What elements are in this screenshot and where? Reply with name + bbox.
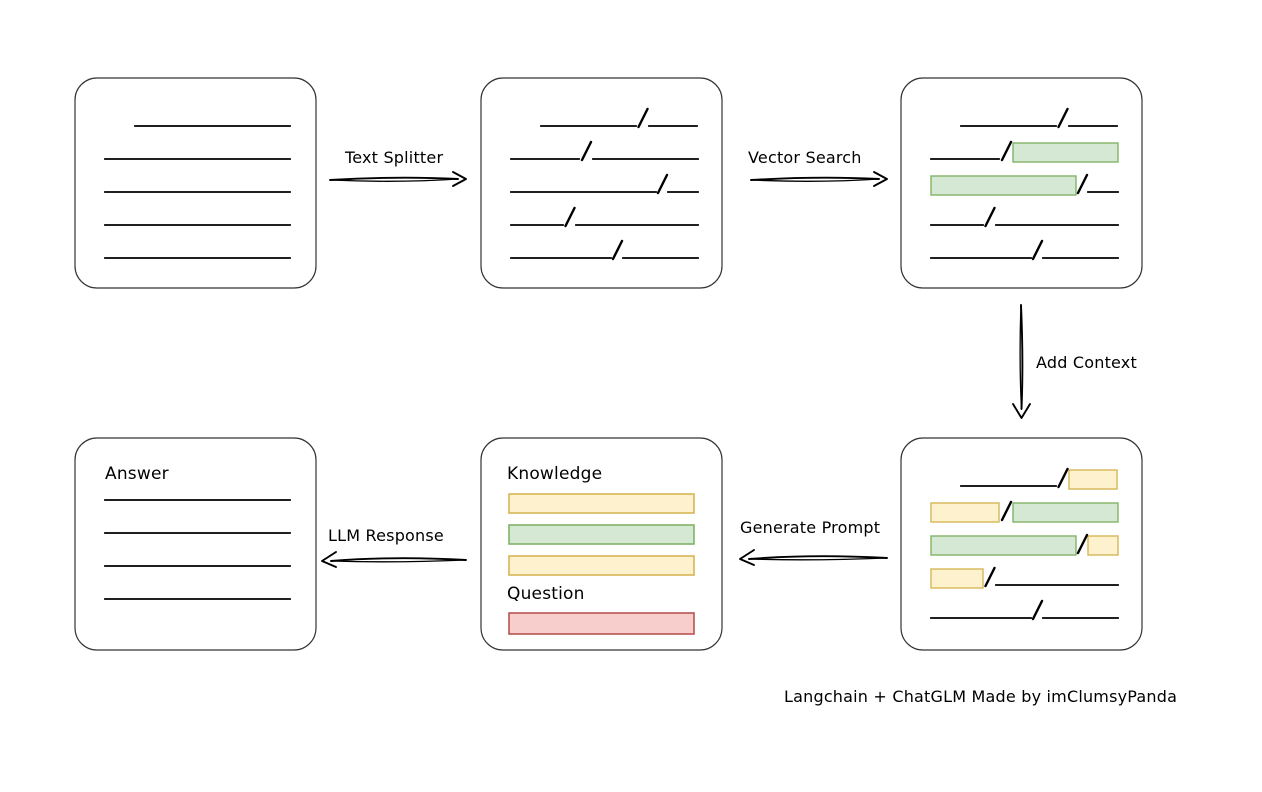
split-chunks-box	[480, 77, 723, 289]
split-chunks-row1-slash	[580, 140, 593, 162]
text-splitter-shaft-a	[329, 176, 459, 181]
edge-generate-prompt	[739, 549, 888, 566]
vector-matches-row1-chip-green	[1012, 142, 1119, 163]
context-added-row1-slash	[1000, 500, 1013, 522]
edge-llm-response	[321, 551, 467, 568]
llm-response-label: LLM Response	[328, 526, 444, 545]
context-added-row2-chip-green	[930, 535, 1077, 556]
prompt-bar-0-yellow	[508, 493, 695, 514]
vector-matches-box	[900, 77, 1143, 289]
prompt-heading-0: Knowledge	[507, 464, 603, 484]
vector-matches-row0-slash	[1057, 107, 1069, 129]
prompt-bar-1-green	[508, 524, 695, 545]
vector-search-label: Vector Search	[748, 148, 862, 167]
answer-box	[74, 437, 317, 651]
prompt-box	[480, 437, 723, 651]
split-chunks-outline	[480, 77, 723, 289]
text-splitter-label: Text Splitter	[345, 148, 444, 167]
vector-search-shaft-a	[750, 176, 880, 181]
context-added-row3-chip-yellow	[930, 568, 984, 589]
credit-text: Langchain + ChatGLM Made by imClumsyPand…	[784, 687, 1178, 706]
vector-matches-row3-slash	[984, 206, 996, 228]
source-document-outline	[74, 77, 317, 289]
context-added-row2-chip-yellow	[1087, 535, 1119, 556]
context-added-row0-slash	[1057, 467, 1069, 489]
prompt-bar-2-yellow	[508, 555, 695, 576]
vector-matches-row1-slash	[1000, 140, 1013, 162]
llm-response-arrowhead	[321, 551, 337, 568]
prompt-heading-1: Question	[507, 584, 585, 604]
generate-prompt-shaft-a	[748, 555, 888, 560]
generate-prompt-shaft-b	[748, 557, 888, 561]
add-context-label: Add Context	[1036, 353, 1137, 372]
split-chunks-row4-slash	[611, 239, 624, 261]
add-context-shaft-a	[1020, 304, 1024, 410]
add-context-arrowhead	[1012, 403, 1031, 419]
prompt-bar-3-red	[508, 612, 695, 635]
context-added-row2-slash	[1076, 533, 1089, 555]
llm-response-shaft-a	[330, 557, 467, 562]
edge-text-splitter	[329, 171, 467, 187]
answer-heading-0: Answer	[105, 464, 169, 484]
vector-matches-row4-slash	[1031, 239, 1044, 261]
vector-search-arrowhead	[873, 171, 888, 187]
edge-add-context	[1012, 304, 1031, 419]
context-added-row1-chip-green	[1012, 502, 1119, 523]
vector-search-shaft-b	[750, 178, 880, 182]
text-splitter-arrowhead	[452, 171, 467, 187]
split-chunks-row2-slash	[656, 173, 669, 195]
text-splitter-shaft-b	[329, 178, 459, 182]
context-added-row4-slash	[1031, 599, 1044, 621]
context-added-row3-slash	[984, 566, 996, 588]
source-document-box	[74, 77, 317, 289]
generate-prompt-arrowhead	[739, 549, 755, 566]
edge-vector-search	[750, 171, 888, 187]
context-added-row1-chip-yellow	[930, 502, 1000, 523]
context-added-row0-chip-yellow	[1068, 469, 1118, 490]
split-chunks-row0-slash	[637, 107, 649, 129]
split-chunks-row3-slash	[564, 206, 576, 228]
answer-outline	[74, 437, 317, 651]
generate-prompt-label: Generate Prompt	[740, 518, 881, 537]
add-context-shaft-b	[1019, 304, 1023, 410]
vector-matches-row2-slash	[1076, 173, 1089, 195]
vector-matches-row2-chip-green	[930, 175, 1077, 196]
llm-response-shaft-b	[330, 559, 467, 563]
context-added-box	[900, 437, 1143, 651]
